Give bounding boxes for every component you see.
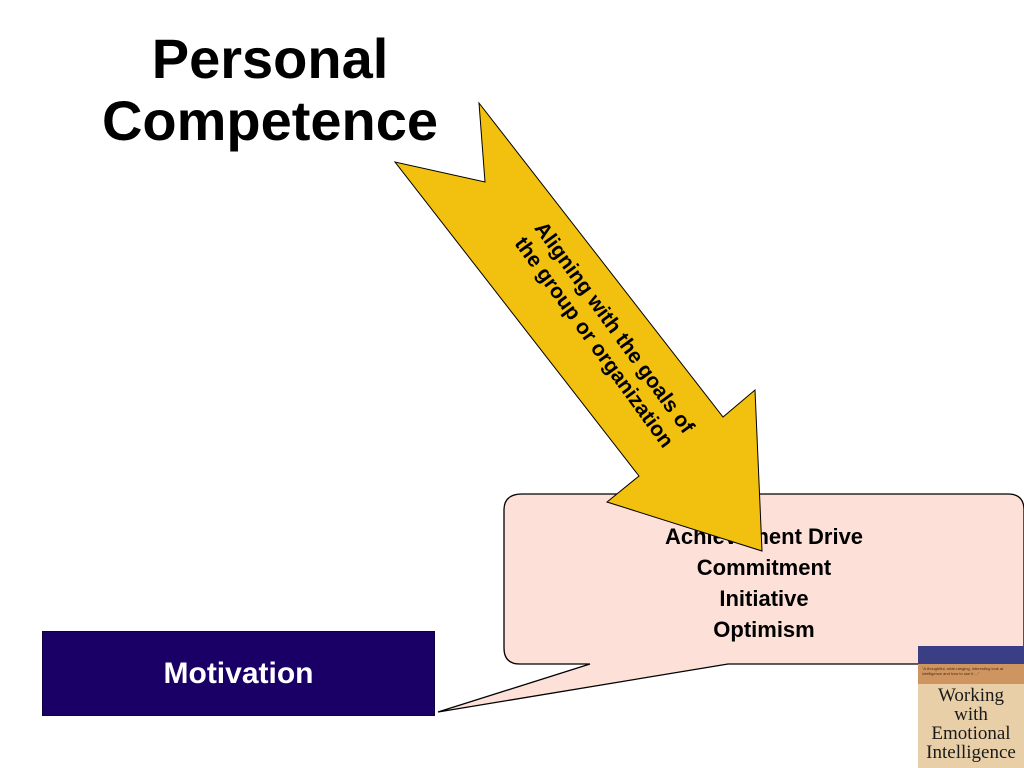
competency-item: Commitment (696, 555, 832, 580)
competency-item: Optimism (713, 617, 815, 642)
motivation-box: Motivation (42, 631, 435, 716)
book-title-line: Working (937, 685, 1005, 706)
book-cover-blurb: "A thoughtful, wide-ranging, interesting… (922, 666, 1004, 676)
arrow-shape (393, 101, 763, 552)
slide-title: Personal Competence (60, 28, 480, 152)
book-cover-strip (918, 664, 1024, 684)
book-cover-band (918, 646, 1024, 664)
book-title-line: with (954, 704, 988, 725)
competency-list: Achievement Drive Commitment Initiative … (604, 521, 924, 645)
competency-item: Initiative (719, 586, 809, 611)
title-line-1: Personal (151, 27, 389, 90)
book-cover-title: Working with Emotional Intelligence (918, 686, 1024, 762)
callout-shape (437, 493, 1024, 713)
book-title-line: Intelligence (926, 742, 1016, 763)
title-line-2: Competence (101, 89, 439, 152)
book-cover-image: "A thoughtful, wide-ranging, interesting… (918, 646, 1024, 768)
motivation-label: Motivation (163, 656, 314, 690)
book-title-line: Emotional (931, 723, 1011, 744)
